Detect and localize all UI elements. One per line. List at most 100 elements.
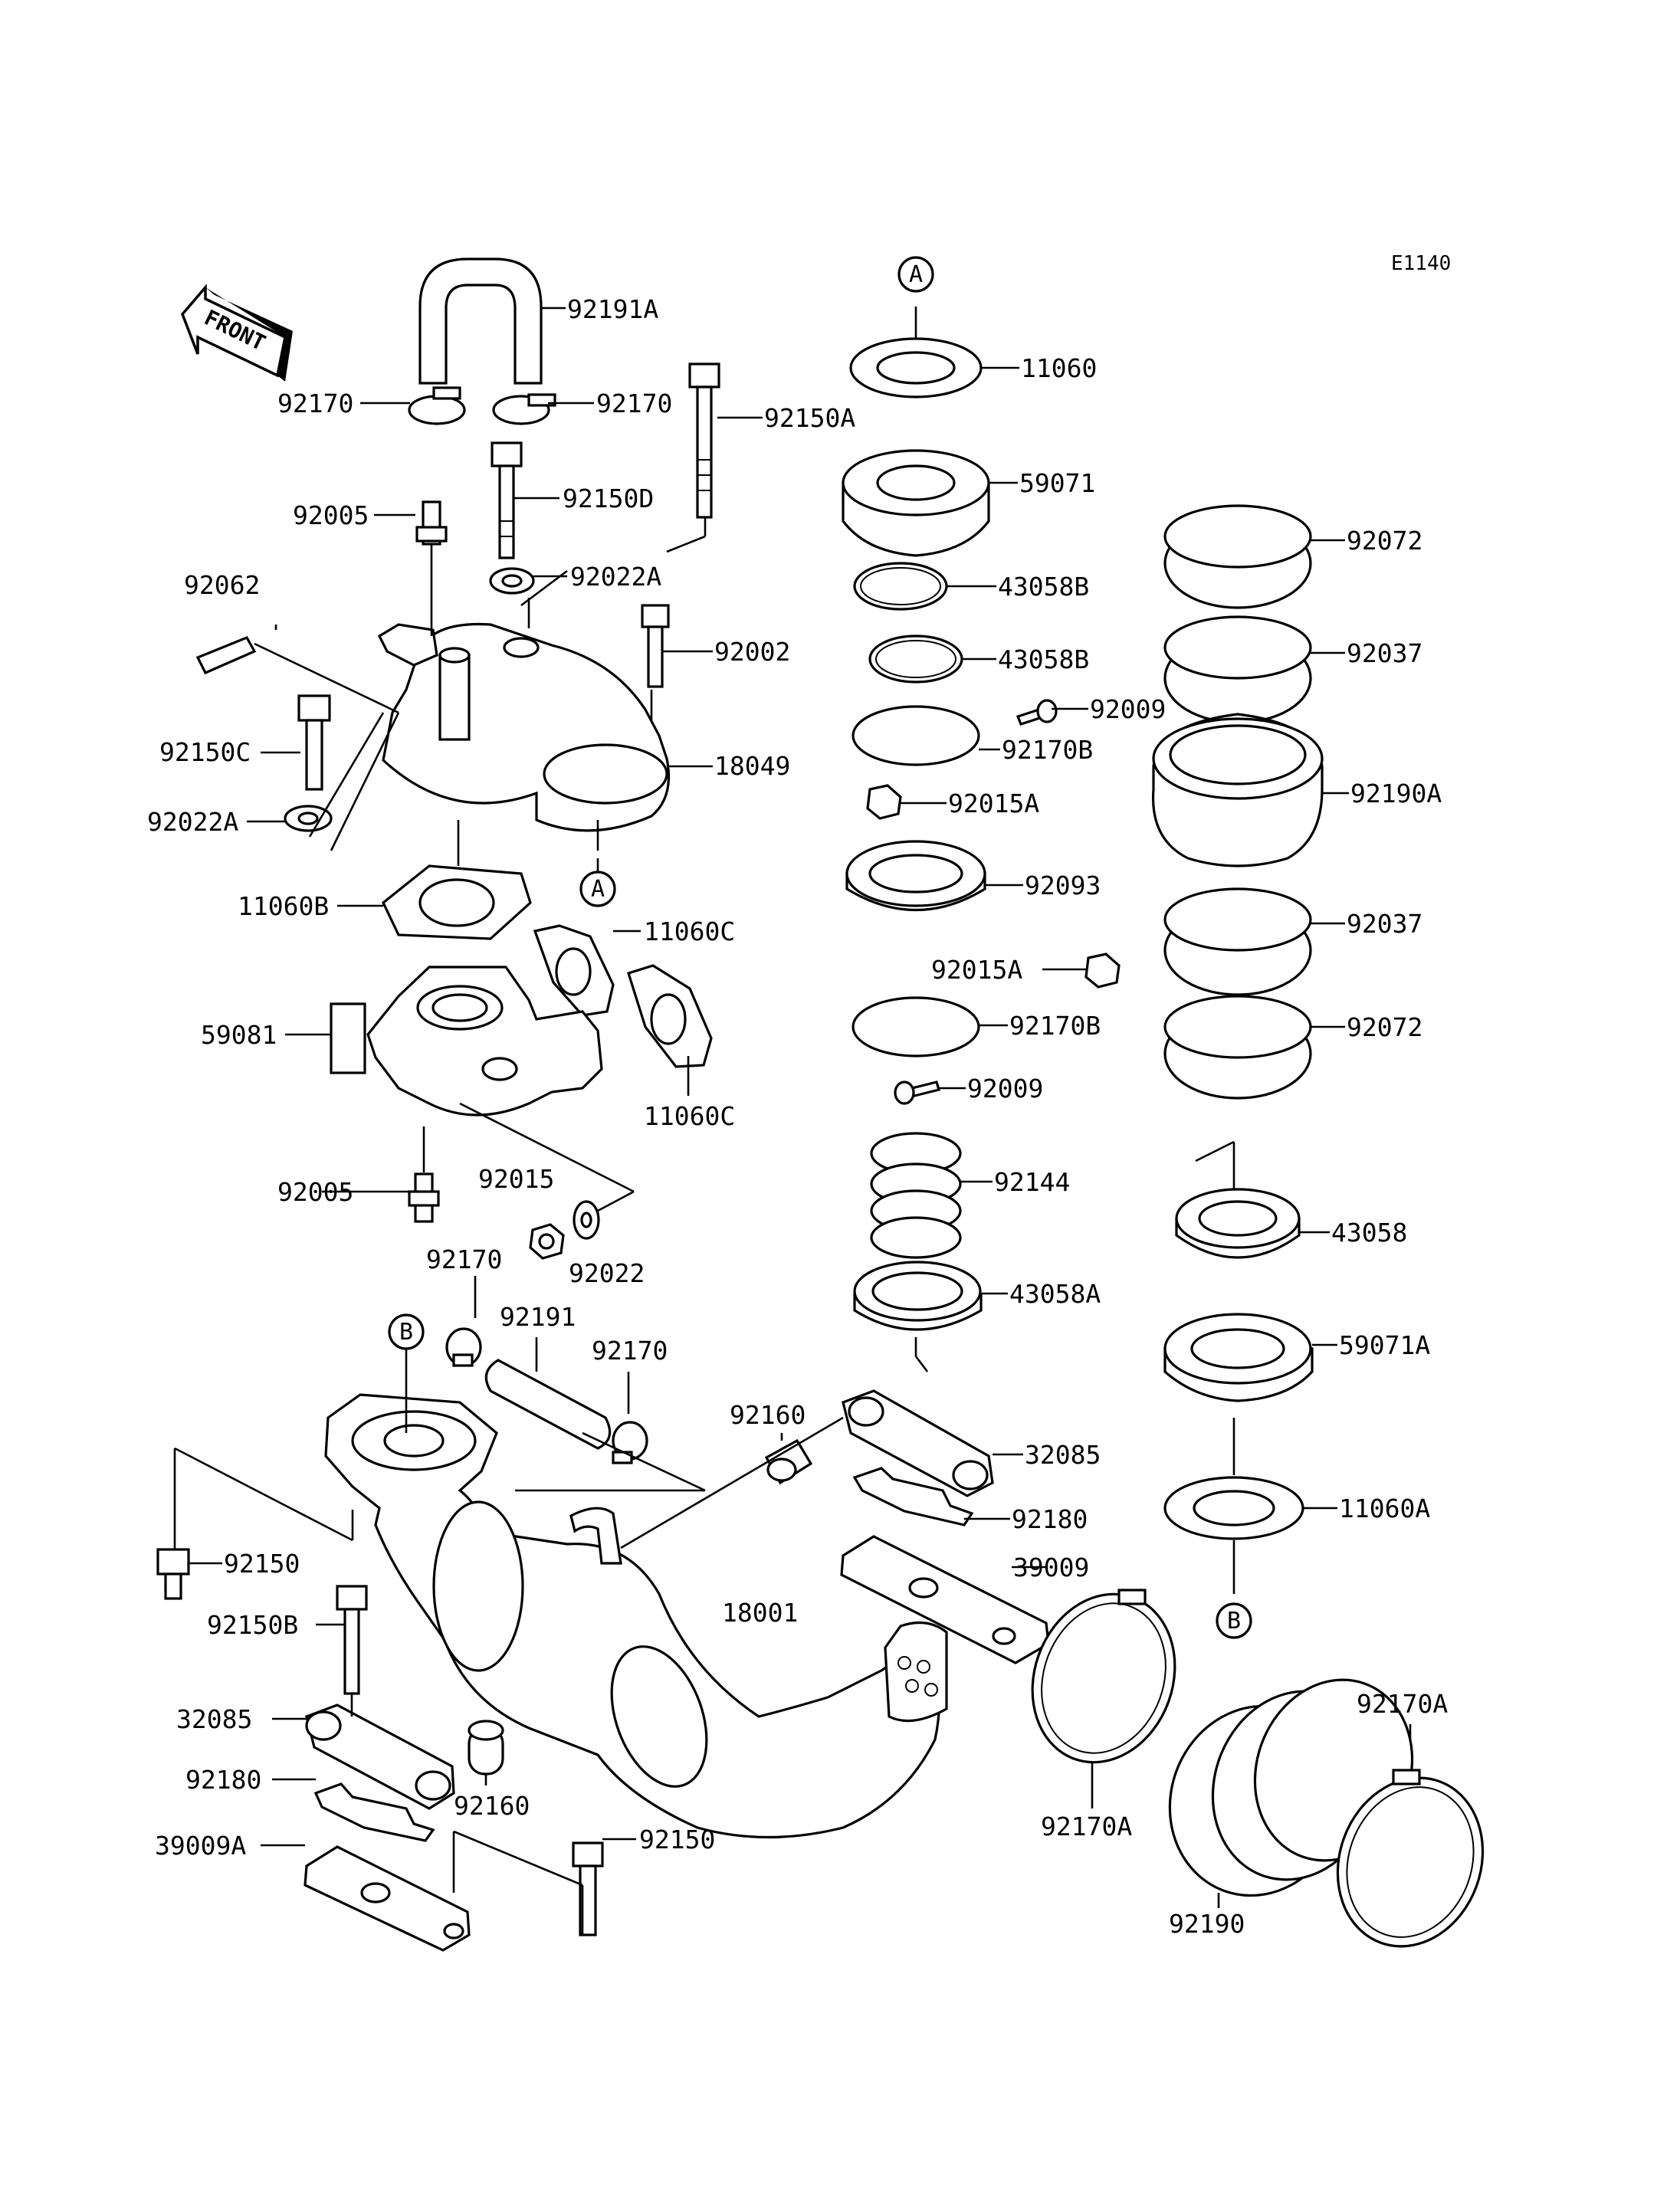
label-92160-bottom: 92160 bbox=[454, 1791, 530, 1821]
ref-circle-b-right: B bbox=[1216, 1602, 1252, 1639]
label-92009-top: 92009 bbox=[1090, 694, 1166, 724]
plate-39009A-icon bbox=[304, 1845, 471, 1952]
label-92150-left: 92150 bbox=[224, 1549, 300, 1579]
gasket-11060A-icon bbox=[1163, 1476, 1304, 1540]
bolt-92150A-icon bbox=[688, 362, 720, 519]
screw-92009-bottom-icon bbox=[894, 1080, 941, 1105]
label-92170-left: 92170 bbox=[277, 389, 353, 418]
diagram-code: E1140 bbox=[1391, 252, 1451, 275]
label-92170B-top: 92170B bbox=[1002, 735, 1093, 765]
bolt-92002-icon bbox=[641, 604, 670, 688]
label-92144: 92144 bbox=[994, 1167, 1070, 1197]
bolt-92150D-icon bbox=[491, 441, 523, 559]
bracket-32085-right-icon bbox=[842, 1389, 994, 1497]
mount-59071A-icon bbox=[1163, 1313, 1314, 1402]
ring-43058B-1-icon bbox=[853, 562, 948, 611]
label-92190: 92190 bbox=[1169, 1909, 1245, 1939]
label-32085-right: 32085 bbox=[1025, 1440, 1101, 1470]
label-92072-top: 92072 bbox=[1347, 526, 1422, 556]
label-92037-bottom: 92037 bbox=[1347, 909, 1422, 939]
label-92072-bottom: 92072 bbox=[1347, 1012, 1422, 1042]
label-32085-left: 32085 bbox=[176, 1704, 252, 1734]
label-92002: 92002 bbox=[714, 637, 790, 667]
label-43058A: 43058A bbox=[1009, 1279, 1101, 1309]
nut-92015A-top-icon bbox=[866, 784, 902, 820]
leader-lines bbox=[173, 307, 1412, 1935]
label-59071A: 59071A bbox=[1339, 1330, 1430, 1360]
label-92093: 92093 bbox=[1025, 871, 1101, 900]
ring-43058B-2-icon bbox=[868, 635, 963, 684]
label-43058B-1: 43058B bbox=[998, 572, 1089, 602]
bolt-92150B-icon bbox=[336, 1585, 368, 1695]
ring-92072-top-icon bbox=[1163, 504, 1312, 609]
label-18049: 18049 bbox=[714, 751, 790, 781]
pin-92062-icon bbox=[195, 635, 257, 675]
clamp-92170A-left-icon bbox=[1031, 1589, 1176, 1764]
label-92022: 92022 bbox=[569, 1258, 645, 1288]
label-11060B: 11060B bbox=[238, 891, 329, 921]
part-labels: 92191A 92170 92170 92150A 92150D 92005 9… bbox=[147, 294, 1448, 1939]
label-92150B: 92150B bbox=[207, 1610, 298, 1640]
clamp-92170-b-icon bbox=[612, 1421, 648, 1464]
cup-43058A-icon bbox=[853, 1261, 983, 1331]
shim-92180-right-icon bbox=[852, 1467, 974, 1526]
label-92015A-bottom: 92015A bbox=[931, 955, 1022, 985]
label-92062: 92062 bbox=[184, 570, 260, 600]
label-92005-bottom: 92005 bbox=[277, 1177, 353, 1207]
bolt-92150-left-icon bbox=[156, 1548, 190, 1600]
gasket-11060B-icon bbox=[382, 864, 532, 940]
label-59081: 59081 bbox=[201, 1020, 277, 1050]
label-59071: 59071 bbox=[1019, 468, 1095, 498]
fitting-92005-bottom-icon bbox=[408, 1172, 440, 1223]
label-92170-right: 92170 bbox=[596, 389, 672, 418]
spring-92144-icon bbox=[870, 1132, 962, 1259]
label-43058B-2: 43058B bbox=[998, 644, 1089, 674]
label-18001: 18001 bbox=[722, 1598, 798, 1628]
boot-92190A-icon bbox=[1151, 713, 1324, 867]
clip-92170B-bottom-icon bbox=[851, 996, 980, 1058]
label-11060C-top: 11060C bbox=[644, 917, 735, 946]
label-92180-left: 92180 bbox=[185, 1765, 261, 1795]
label-92190A: 92190A bbox=[1350, 779, 1442, 808]
label-92037-top: 92037 bbox=[1347, 638, 1422, 668]
label-92150D: 92150D bbox=[563, 484, 654, 513]
svg-text:A: A bbox=[591, 876, 605, 903]
bushing-92160-bottom-icon bbox=[468, 1720, 504, 1776]
manifold-59081-icon bbox=[330, 966, 603, 1117]
label-92191: 92191 bbox=[500, 1302, 576, 1332]
cup-43058-icon bbox=[1175, 1188, 1301, 1259]
hose-92191-icon bbox=[484, 1359, 612, 1450]
label-92180-right: 92180 bbox=[1012, 1504, 1088, 1534]
muffler-18001-icon bbox=[324, 1393, 948, 1839]
label-92170B-bottom: 92170B bbox=[1009, 1011, 1101, 1041]
label-92170-b: 92170 bbox=[592, 1336, 668, 1366]
label-92170-a: 92170 bbox=[426, 1244, 502, 1274]
screw-92009-top-icon bbox=[1016, 699, 1058, 726]
gasket-11060C-top-icon bbox=[533, 924, 615, 1017]
fitting-92005-top-icon bbox=[415, 500, 448, 546]
nut-92015A-bottom-icon bbox=[1084, 953, 1121, 989]
shim-92180-left-icon bbox=[313, 1782, 435, 1842]
label-92150-bottom: 92150 bbox=[639, 1825, 715, 1854]
svg-text:A: A bbox=[909, 261, 923, 288]
nut-92015-icon bbox=[529, 1223, 565, 1260]
ref-circle-a-top: A bbox=[897, 256, 934, 293]
label-39009A: 39009A bbox=[155, 1831, 246, 1861]
clamp-92170-right-icon bbox=[492, 393, 556, 425]
label-92170A-left: 92170A bbox=[1041, 1812, 1132, 1841]
ring-92072-bottom-icon bbox=[1163, 995, 1312, 1100]
label-92022A-top: 92022A bbox=[570, 562, 661, 592]
gasket-11060C-bottom-icon bbox=[626, 964, 713, 1068]
label-11060C-bottom: 11060C bbox=[644, 1101, 735, 1131]
clamp-92037-bottom-icon bbox=[1163, 887, 1312, 996]
clamp-92170-a-icon bbox=[445, 1327, 482, 1367]
ref-circle-a-mid: A bbox=[579, 871, 616, 907]
label-39009: 39009 bbox=[1013, 1553, 1089, 1582]
hose-92191A-icon bbox=[418, 257, 543, 385]
gasket-11060-icon bbox=[849, 337, 983, 398]
svg-text:B: B bbox=[399, 1319, 413, 1346]
clamp-92170-left-icon bbox=[408, 386, 466, 425]
label-43058: 43058 bbox=[1331, 1218, 1407, 1248]
label-11060A: 11060A bbox=[1339, 1494, 1430, 1523]
